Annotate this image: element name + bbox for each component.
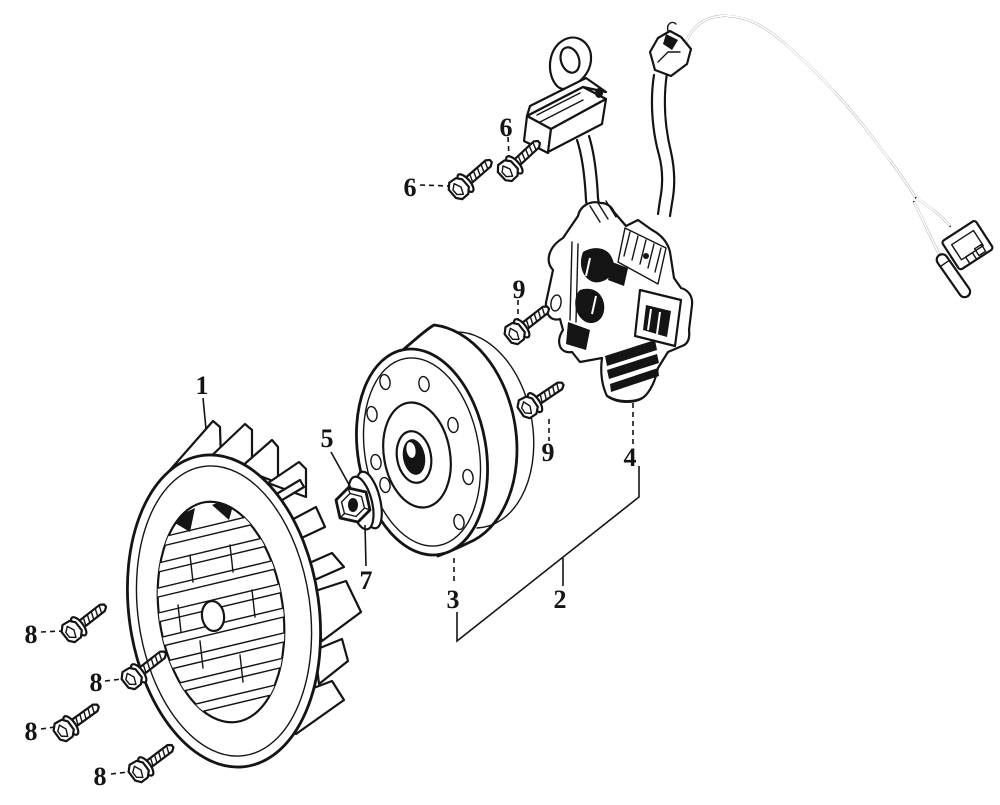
- fan-ring-bevel: [135, 465, 313, 757]
- callout-6-lower: 6: [404, 173, 417, 202]
- callout-8-third: 8: [25, 717, 38, 746]
- callout-7: 7: [360, 566, 373, 595]
- callout-2: 2: [554, 585, 567, 614]
- bracket-2: [456, 466, 640, 643]
- stator-wire-tube-left: [575, 134, 602, 216]
- bolt-6-lower: [444, 151, 500, 204]
- leader-5: [330, 451, 353, 491]
- leader-8-fourth: [110, 771, 129, 775]
- stator-windings: [566, 248, 649, 350]
- bolt-9-upper: [500, 297, 556, 349]
- bolt-9-lower: [513, 373, 570, 423]
- rotor: [355, 323, 535, 558]
- stator-assembly: [522, 14, 994, 403]
- coil-loop: [548, 36, 593, 91]
- leader-8-third: [40, 726, 56, 730]
- harness-clamp: [648, 21, 693, 78]
- callout-3: 3: [447, 585, 460, 614]
- stator-mount-hole: [550, 294, 562, 312]
- leader-8-second: [104, 678, 123, 682]
- rotor-bore-highlight: [406, 442, 416, 458]
- rotor-bolt-holes: [366, 373, 474, 531]
- harness-connector: [941, 220, 994, 271]
- rotor-face-bevel: [362, 357, 482, 547]
- fan-hub: [200, 599, 226, 633]
- callout-8-first: 8: [25, 620, 38, 649]
- callout-8-second: 8: [90, 668, 103, 697]
- rotor-wall-line: [454, 331, 535, 529]
- stator-boss: [605, 340, 659, 402]
- leader-8-first: [40, 630, 63, 633]
- leader-lines: [40, 136, 640, 775]
- callout-8-fourth: 8: [94, 762, 107, 791]
- leader-6-lower: [419, 184, 451, 187]
- harness-terminal: [935, 253, 972, 299]
- stator-coil-block: [633, 288, 683, 348]
- leader-7: [364, 524, 367, 567]
- flange-nut: [334, 486, 372, 524]
- callout-9-upper: 9: [513, 275, 526, 304]
- ignition-coil: [522, 76, 608, 155]
- callouts: 1 2 3 4 5 6 6 7 8 8 8 8 9 9: [25, 113, 637, 791]
- callout-4: 4: [624, 443, 637, 472]
- bolt-8-first: [57, 595, 113, 647]
- stator-wire-tube-right: [650, 71, 676, 218]
- callout-9-lower: 9: [542, 438, 555, 467]
- bolt-8-third: [49, 695, 106, 746]
- callout-5: 5: [321, 424, 334, 453]
- wire-harness: [682, 14, 952, 258]
- flywheel-fan: [126, 419, 363, 769]
- callout-6-upper: 6: [500, 113, 513, 142]
- leader-6-upper: [507, 136, 510, 157]
- bolt-8-fourth: [124, 736, 181, 787]
- callout-1: 1: [196, 371, 209, 400]
- leader-1: [202, 397, 207, 430]
